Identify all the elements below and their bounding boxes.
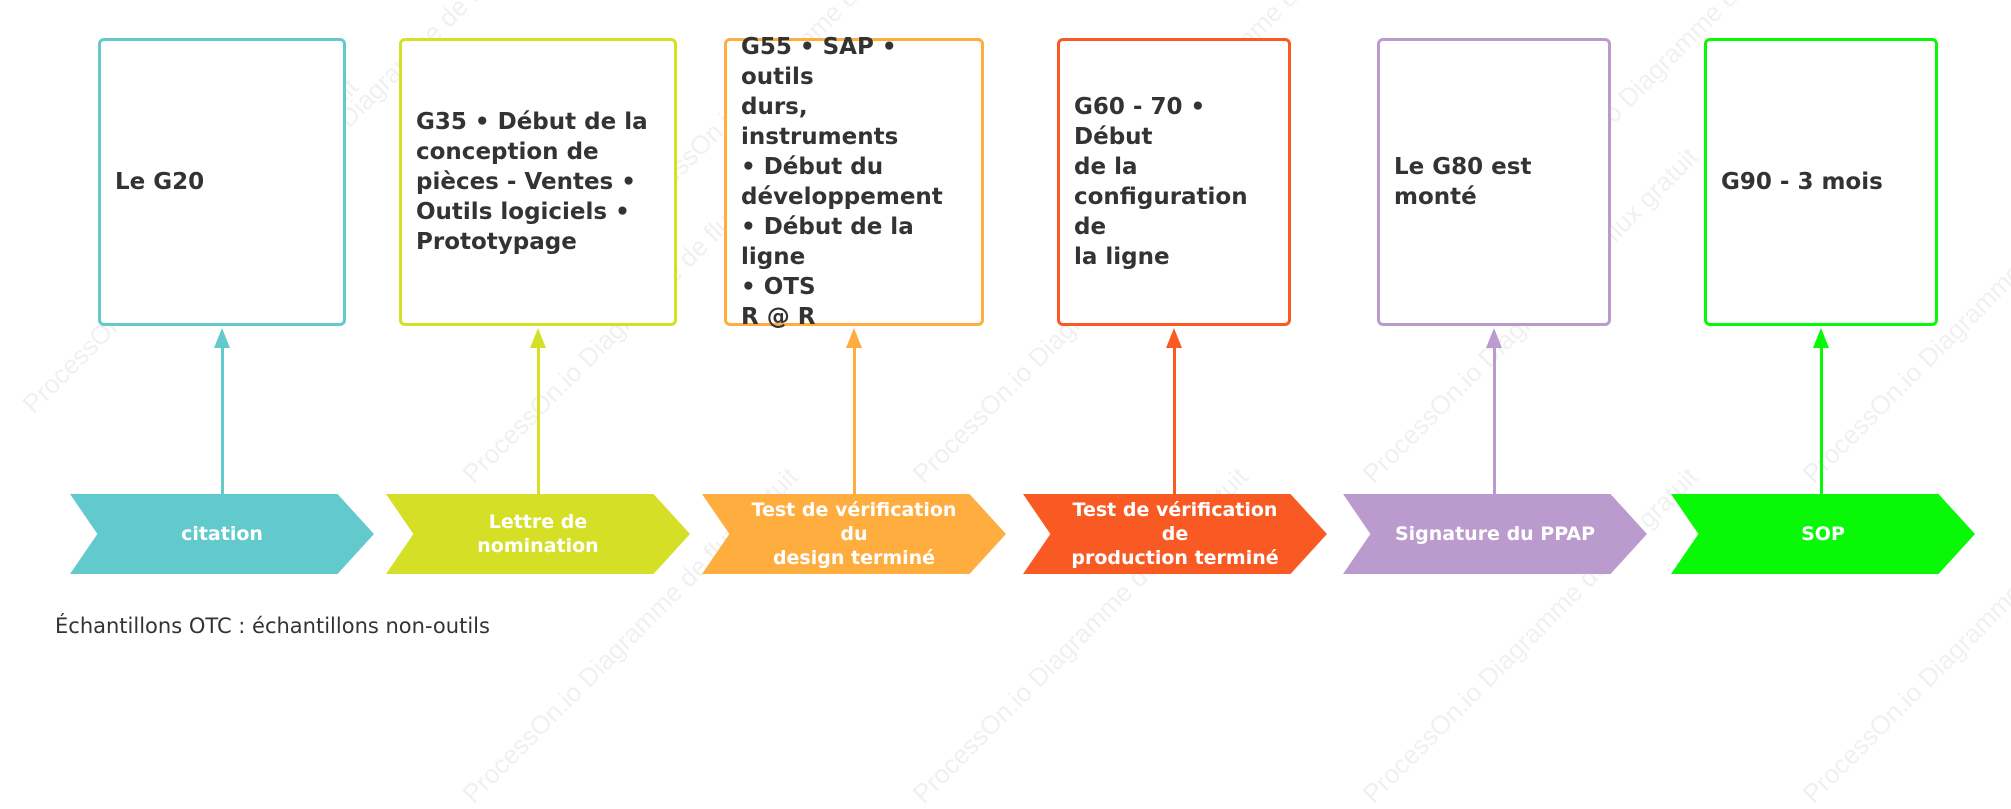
milestone-chevron-3: Test de vérification du design terminé: [702, 494, 1006, 574]
footnote: Échantillons OTC : échantillons non-outi…: [55, 614, 490, 638]
stage-box-5: Le G80 est monté: [1377, 38, 1611, 326]
connector-line: [536, 348, 540, 494]
stage-box-text: G35 • Début de la conception de pièces -…: [416, 109, 648, 255]
milestone-chevron-4: Test de vérification de production termi…: [1023, 494, 1327, 574]
stage-box-text: Le G80 est monté: [1394, 154, 1532, 210]
stage-box-text: G55 • SAP • outils durs, instruments • D…: [741, 34, 943, 330]
connector-line: [852, 348, 856, 494]
stage-box-2: G35 • Début de la conception de pièces -…: [399, 38, 677, 326]
milestone-chevron-1: citation: [70, 494, 374, 574]
stage-box-text: G60 - 70 • Début de la configuration de …: [1074, 94, 1248, 270]
connector-line: [1819, 348, 1823, 494]
milestone-chevron-6: SOP: [1671, 494, 1975, 574]
stage-box-3: G55 • SAP • outils durs, instruments • D…: [724, 34, 984, 330]
arrow-up-icon: [530, 328, 546, 348]
arrow-up-icon: [846, 328, 862, 348]
milestone-chevron-5: Signature du PPAP: [1343, 494, 1647, 574]
arrow-up-icon: [1166, 328, 1182, 348]
milestone-label: Lettre de nomination: [477, 511, 599, 557]
milestone-label: Test de vérification de production termi…: [1071, 499, 1279, 569]
milestone-label: Test de vérification du design terminé: [751, 499, 957, 569]
stage-box-4: G60 - 70 • Début de la configuration de …: [1057, 38, 1291, 326]
connector-line: [1172, 348, 1176, 494]
milestone-label: SOP: [1801, 523, 1845, 545]
connector-line: [1492, 348, 1496, 494]
stage-box-6: G90 - 3 mois: [1704, 38, 1938, 326]
stage-box-text: G90 - 3 mois: [1721, 169, 1883, 195]
milestone-label: citation: [181, 523, 263, 545]
arrow-up-icon: [1486, 328, 1502, 348]
timeline-diagram: ProcessOn.io Diagramme de flux gratuitPr…: [17, 0, 2011, 809]
milestone-chevron-2: Lettre de nomination: [386, 494, 690, 574]
stage-box-1: Le G20: [98, 38, 346, 326]
connector-line: [220, 348, 224, 494]
arrow-up-icon: [214, 328, 230, 348]
stage-box-text: Le G20: [115, 169, 205, 195]
arrow-up-icon: [1813, 328, 1829, 348]
milestone-label: Signature du PPAP: [1394, 523, 1596, 545]
